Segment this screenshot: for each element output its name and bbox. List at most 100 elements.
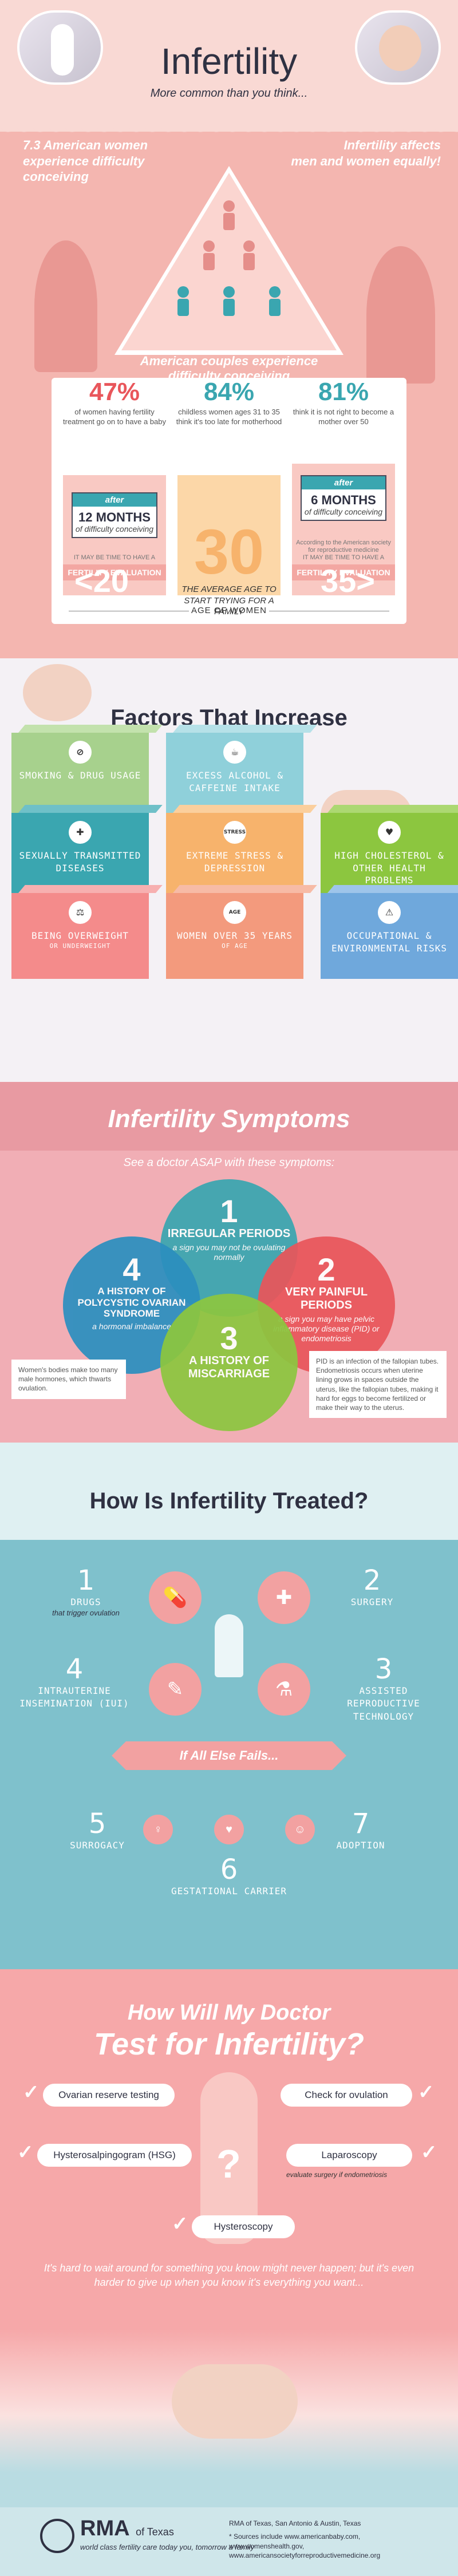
tests-title-line1: How Will My Doctor	[127, 2001, 331, 2025]
women-stat: 7.3 American women experience difficulty…	[23, 138, 148, 184]
factor-label: HIGH CHOLESTEROL & OTHER HEALTH PROBLEMS	[326, 850, 452, 887]
treatment-3: 3 ASSISTED REPRODUCTIVE TECHNOLOGY	[321, 1654, 447, 1723]
tests-section: How Will My Doctor Test for Infertility?…	[0, 1969, 458, 2330]
environment-icon: ⚠	[378, 901, 401, 924]
stat-84-desc: childless women ages 31 to 35 think it's…	[176, 408, 282, 426]
footer-bar	[0, 2507, 458, 2576]
symptom-4-desc: a hormonal imbalance	[92, 1321, 171, 1331]
closing-quote: It's hard to wait around for something y…	[44, 2262, 414, 2289]
treatment-1-title: DRUGS	[70, 1596, 101, 1607]
fertility-evaluation-label-1: FERTILITY EVALUATION	[63, 564, 166, 580]
after-6-months-desc: of difficulty conceiving	[304, 507, 383, 516]
rma-tagline: world class fertility care today you, to…	[80, 2543, 255, 2551]
factor-label: OCCUPATIONAL & ENVIRONMENTAL RISKS	[326, 930, 452, 954]
age-icon: AGE	[223, 901, 246, 924]
couple-silhouette	[366, 246, 435, 384]
stat-47-desc: of women having fertility treatment go o…	[63, 408, 166, 426]
treatment-title: How Is Infertility Treated?	[89, 1488, 369, 1514]
check-icon: ✓	[23, 2081, 40, 2103]
doctor-figure	[215, 1614, 243, 1677]
symptoms-title: Infertility Symptoms	[108, 1105, 350, 1133]
stat-81-value: 81%	[318, 378, 369, 406]
symptom-1-number: 1	[220, 1193, 238, 1229]
factor-label-text: OCCUPATIONAL & ENVIRONMENTAL RISKS	[331, 930, 448, 954]
stat-81-desc: think it is not right to become a mother…	[293, 408, 394, 426]
cube-top	[18, 725, 163, 733]
footer-sources: * Sources include www.americanbaby.com, …	[229, 2532, 381, 2560]
question-mark-icon: ?	[216, 2142, 241, 2186]
symptom-3-number: 3	[220, 1320, 238, 1356]
check-icon: ✓	[421, 2142, 437, 2163]
cube-top	[173, 885, 317, 893]
pid-note: PID is an infection of the fallopian tub…	[309, 1351, 447, 1419]
age-over-35: 35>	[321, 563, 375, 599]
symptom-4-number: 4	[123, 1251, 141, 1287]
syringe-icon: ✎	[149, 1663, 202, 1716]
footer-section: RMA of Texas world class fertility care …	[0, 2330, 458, 2576]
check-icon: ✓	[172, 2213, 188, 2235]
header-section: Infertility More common than you think..…	[0, 0, 458, 658]
couples-caption-line1: American couples experience	[140, 354, 318, 368]
check-icon: ✓	[418, 2081, 435, 2103]
cube-top	[327, 885, 458, 893]
treatment-1-desc: that trigger ovulation	[52, 1609, 120, 1618]
factor-label: EXCESS ALCOHOL & CAFFEINE INTAKE	[172, 769, 298, 794]
symptoms-section: Infertility Symptoms See a doctor ASAP w…	[0, 1082, 458, 1443]
if-all-else-fails-banner: If All Else Fails...	[112, 1741, 346, 1770]
symptom-2-desc: a sign you may have pelvic inflammatory …	[273, 1314, 380, 1343]
treatment-1: 1 DRUGS that trigger ovulation	[23, 1566, 149, 1617]
after-tag-2: after	[302, 476, 385, 489]
carrier-gear-icon: ♥	[214, 1815, 244, 1844]
symptom-2-title: VERY PAINFUL PERIODS	[285, 1286, 368, 1311]
equality-stat-line1: Infertility affects	[344, 138, 441, 152]
factor-label-text: EXTREME STRESS & DEPRESSION	[185, 850, 284, 874]
footer-info: RMA of Texas, San Antonio & Austin, Texa…	[229, 2519, 435, 2561]
factor-label-text: BEING OVERWEIGHT	[31, 930, 129, 941]
std-icon: ✚	[69, 821, 92, 844]
symptom-1-title: IRREGULAR PERIODS	[167, 1227, 291, 1240]
symptom-2-number: 2	[317, 1251, 335, 1287]
treatment-2-title: SURGERY	[350, 1596, 394, 1607]
treatment-3-number: 3	[374, 1653, 393, 1685]
treatment-4-number: 4	[65, 1653, 84, 1685]
alcohol-icon: ☕	[223, 741, 246, 764]
factor-label-text: WOMEN OVER 35 YEARS	[176, 930, 293, 941]
treatment-2-number: 2	[363, 1564, 381, 1597]
treatment-5-title: SURROGACY	[70, 1839, 125, 1851]
after-tag: after	[73, 493, 156, 507]
stat-47-value: 47%	[89, 378, 140, 406]
treatment-4-title: INTRAUTERINE INSEMINATION (IUI)	[19, 1685, 129, 1709]
treatment-6-title: GESTATIONAL CARRIER	[171, 1885, 287, 1897]
treatment-section: How Is Infertility Treated? 1 DRUGS that…	[0, 1443, 458, 1969]
test-ovulation: Check for ovulation	[281, 2084, 412, 2107]
equality-stat: Infertility affects men and women equall…	[275, 137, 441, 169]
asrm-note: According to the American society for re…	[296, 539, 391, 554]
symptoms-header	[0, 1082, 458, 1151]
note-time-to-evaluate-2: IT MAY BE TIME TO HAVE A	[302, 554, 385, 561]
rma-logo-icon	[40, 2519, 74, 2553]
rma-logo-suffix: of Texas	[136, 2526, 174, 2538]
age-axis-label: AGE OF WOMEN	[52, 606, 406, 615]
factor-label-sub: OR UNDERWEIGHT	[49, 942, 111, 950]
treatment-2: 2 SURGERY	[309, 1566, 435, 1609]
test-ovarian-reserve: Ovarian reserve testing	[43, 2084, 175, 2107]
factor-8: ⚠ OCCUPATIONAL & ENVIRONMENTAL RISKS	[321, 885, 458, 979]
factor-4: STRESS EXTREME STRESS & DEPRESSION	[166, 805, 317, 899]
pcos-note: Women's bodies make too many male hormon…	[11, 1360, 126, 1399]
rma-logo: RMA of Texas	[80, 2516, 174, 2541]
page-subtitle: More common than you think...	[150, 87, 308, 100]
factor-5: ♥HIGH CHOLESTEROL & OTHER HEALTH PROBLEM…	[321, 805, 458, 899]
factor-label: EXTREME STRESS & DEPRESSION	[172, 850, 298, 874]
factor-3: ✚SEXUALLY TRANSMITTED DISEASES	[11, 805, 163, 899]
smoking-icon: ⊘	[69, 741, 92, 764]
factor-label-sub: OF AGE	[222, 942, 248, 950]
footer-address: RMA of Texas, San Antonio & Austin, Texa…	[229, 2519, 361, 2527]
treatment-6: 6 GESTATIONAL CARRIER	[143, 1855, 315, 1898]
treatment-1-number: 1	[77, 1564, 95, 1597]
treatment-5: 5 SURROGACY	[34, 1809, 160, 1852]
stress-icon: STRESS	[223, 821, 246, 844]
symptom-3: 3 A HISTORY OF MISCARRIAGE	[160, 1294, 298, 1431]
